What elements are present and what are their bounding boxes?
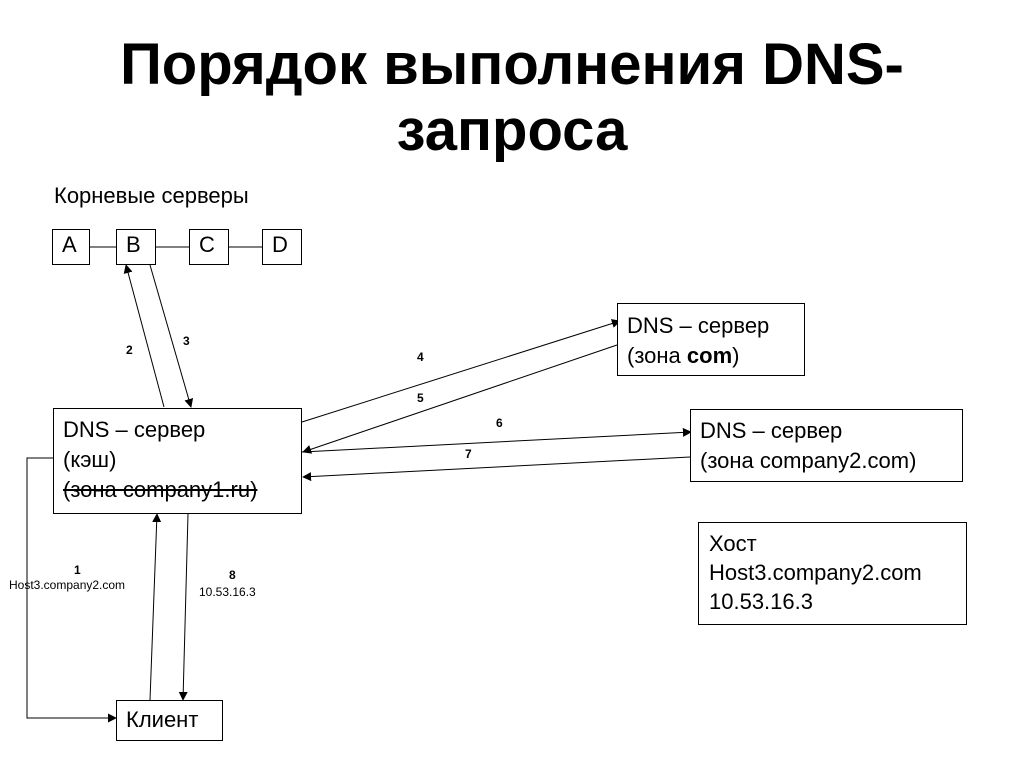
step-label-6: 6 — [496, 416, 503, 430]
dns-cache-server: DNS – сервер (кэш) (зона company1.ru) — [53, 408, 302, 514]
arrow-2 — [123, 264, 165, 408]
step-label-1: 1 — [74, 563, 81, 577]
dns-company2-line-2: (зона company2.com) — [700, 448, 917, 473]
arrow-6 — [301, 427, 692, 453]
dns-company2-server: DNS – сервер (зона company2.com) — [690, 409, 963, 482]
dns-com-line-1: DNS – сервер — [627, 313, 770, 338]
root-server-c: C — [189, 229, 229, 265]
step-label-5: 5 — [417, 391, 424, 405]
dns-cache-line-2: (кэш) — [63, 447, 117, 472]
root-server-b: B — [116, 229, 156, 265]
title-line-2: запроса — [396, 98, 628, 163]
step-label-8: 8 — [229, 568, 236, 582]
step-label-4: 4 — [417, 350, 424, 364]
step-label-2: 2 — [126, 343, 133, 357]
arrow-1 — [26, 457, 117, 723]
arrow-8 — [178, 513, 189, 701]
root-server-a: A — [52, 229, 90, 265]
dns-company2-line-1: DNS – сервер — [700, 418, 843, 443]
root-server-d: D — [262, 229, 302, 265]
arrow-5 — [302, 344, 618, 454]
host-info-box: Хост Host3.company2.com 10.53.16.3 — [698, 522, 967, 625]
dns-cache-line-1: DNS – сервер — [63, 417, 206, 442]
arrow-7 — [302, 456, 691, 482]
dns-com-line-2: (зона com) — [627, 343, 740, 368]
step-label-7: 7 — [465, 447, 472, 461]
title-line-1: Порядок выполнения DNS- — [120, 32, 904, 97]
host-info-line-1: Хост — [709, 531, 757, 556]
host-info-line-2: Host3.company2.com — [709, 560, 922, 585]
page-title: Порядок выполнения DNS- запроса — [0, 32, 1024, 164]
host-info-line-3: 10.53.16.3 — [709, 589, 813, 614]
arrow-3 — [149, 264, 194, 408]
arrow-client-up — [149, 513, 162, 701]
dns-com-server: DNS – сервер (зона com) — [617, 303, 805, 376]
root-servers-label: Корневые серверы — [54, 183, 249, 208]
step-note-8: 10.53.16.3 — [199, 585, 256, 599]
arrow-4 — [301, 319, 621, 423]
client-label: Клиент — [126, 707, 199, 732]
step-label-3: 3 — [183, 334, 190, 348]
dns-cache-line-3: (зона company1.ru) — [63, 477, 258, 502]
client-box: Клиент — [116, 700, 223, 741]
step-note-1: Host3.company2.com — [9, 578, 126, 592]
